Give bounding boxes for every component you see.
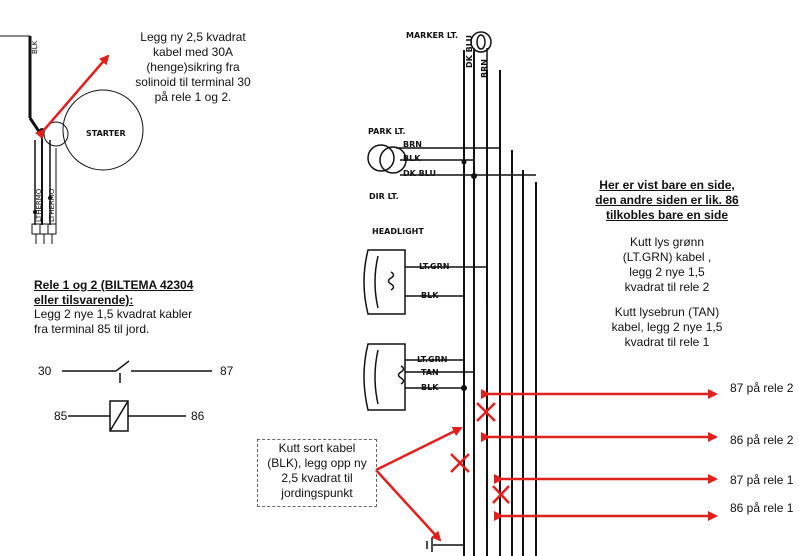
black-wire-note: Kutt sort kabel (BLK), legg opp ny 2,5 k… [267, 441, 367, 500]
marker-light [470, 31, 492, 70]
headlight-dot [461, 385, 467, 391]
relay-terminal-87: 87 [220, 364, 234, 378]
lt-grn-label-2: LT.GRN [417, 355, 448, 364]
dk-blu-vertical-label: DK BLU [465, 34, 474, 68]
blk-label: BLK [403, 154, 421, 163]
brn-vertical-label: BRN [480, 59, 489, 78]
park-light-label: PARK LT. [368, 127, 406, 136]
park-light [367, 144, 536, 176]
park-dot [471, 173, 477, 179]
blk-label-3: BLK [421, 383, 439, 392]
relay-terminal-85: 85 [54, 409, 68, 423]
dk-blu-label: DK BLU [403, 169, 437, 178]
arrow-label-86-rele-1: 86 på rele 1 [730, 501, 794, 515]
thermo-label-2: LTHERMO [48, 188, 56, 222]
park-dot-2 [461, 159, 467, 165]
relay-text: Legg 2 nye 1,5 kvadrat kabler fra termin… [34, 307, 193, 336]
solenoid-arrow [34, 54, 110, 140]
arrow-label-87-rele-2: 87 på rele 2 [730, 381, 794, 395]
relay-terminal-86: 86 [191, 409, 205, 423]
marker-light-label: MARKER LT. [406, 31, 458, 40]
black-wire-note-box [257, 439, 377, 507]
headlight-2 [363, 343, 474, 411]
relay-symbol [62, 360, 212, 432]
headlight-label: HEADLIGHT [372, 227, 424, 236]
blk-label-2: BLK [421, 291, 439, 300]
cut-markers [450, 402, 510, 504]
relay-arrows [375, 389, 718, 542]
blk-vertical-label: BLK [31, 40, 39, 54]
green-wire-note: Kutt lys grønn (LT.GRN) kabel , legg 2 n… [622, 235, 712, 294]
thermo-dot-2 [48, 196, 52, 200]
ground-symbol [426, 538, 464, 552]
relay-heading: Rele 1 og 2 (BILTEMA 42304 eller tilsvar… [34, 278, 194, 307]
thermo-dot [33, 210, 37, 214]
top-left-note: Legg ny 2,5 kvadrat kabel med 30A (henge… [135, 30, 251, 104]
starter-label: STARTER [86, 129, 126, 138]
dir-light-label: DIR LT. [369, 192, 399, 201]
tan-wire-note: Kutt lysebrun (TAN) kabel, legg 2 nye 1,… [611, 305, 723, 349]
starter-wiring [0, 35, 144, 244]
right-heading: Her er vist bare en side, den andre side… [595, 178, 739, 222]
brn-label: BRN [403, 140, 422, 149]
relay-terminal-30: 30 [38, 364, 52, 378]
arrow-label-86-rele-2: 86 på rele 2 [730, 433, 794, 447]
headlight-1 [363, 249, 488, 315]
tan-label: TAN [421, 368, 439, 377]
lt-grn-label: LT.GRN [419, 262, 450, 271]
arrow-label-87-rele-1: 87 på rele 1 [730, 473, 794, 487]
